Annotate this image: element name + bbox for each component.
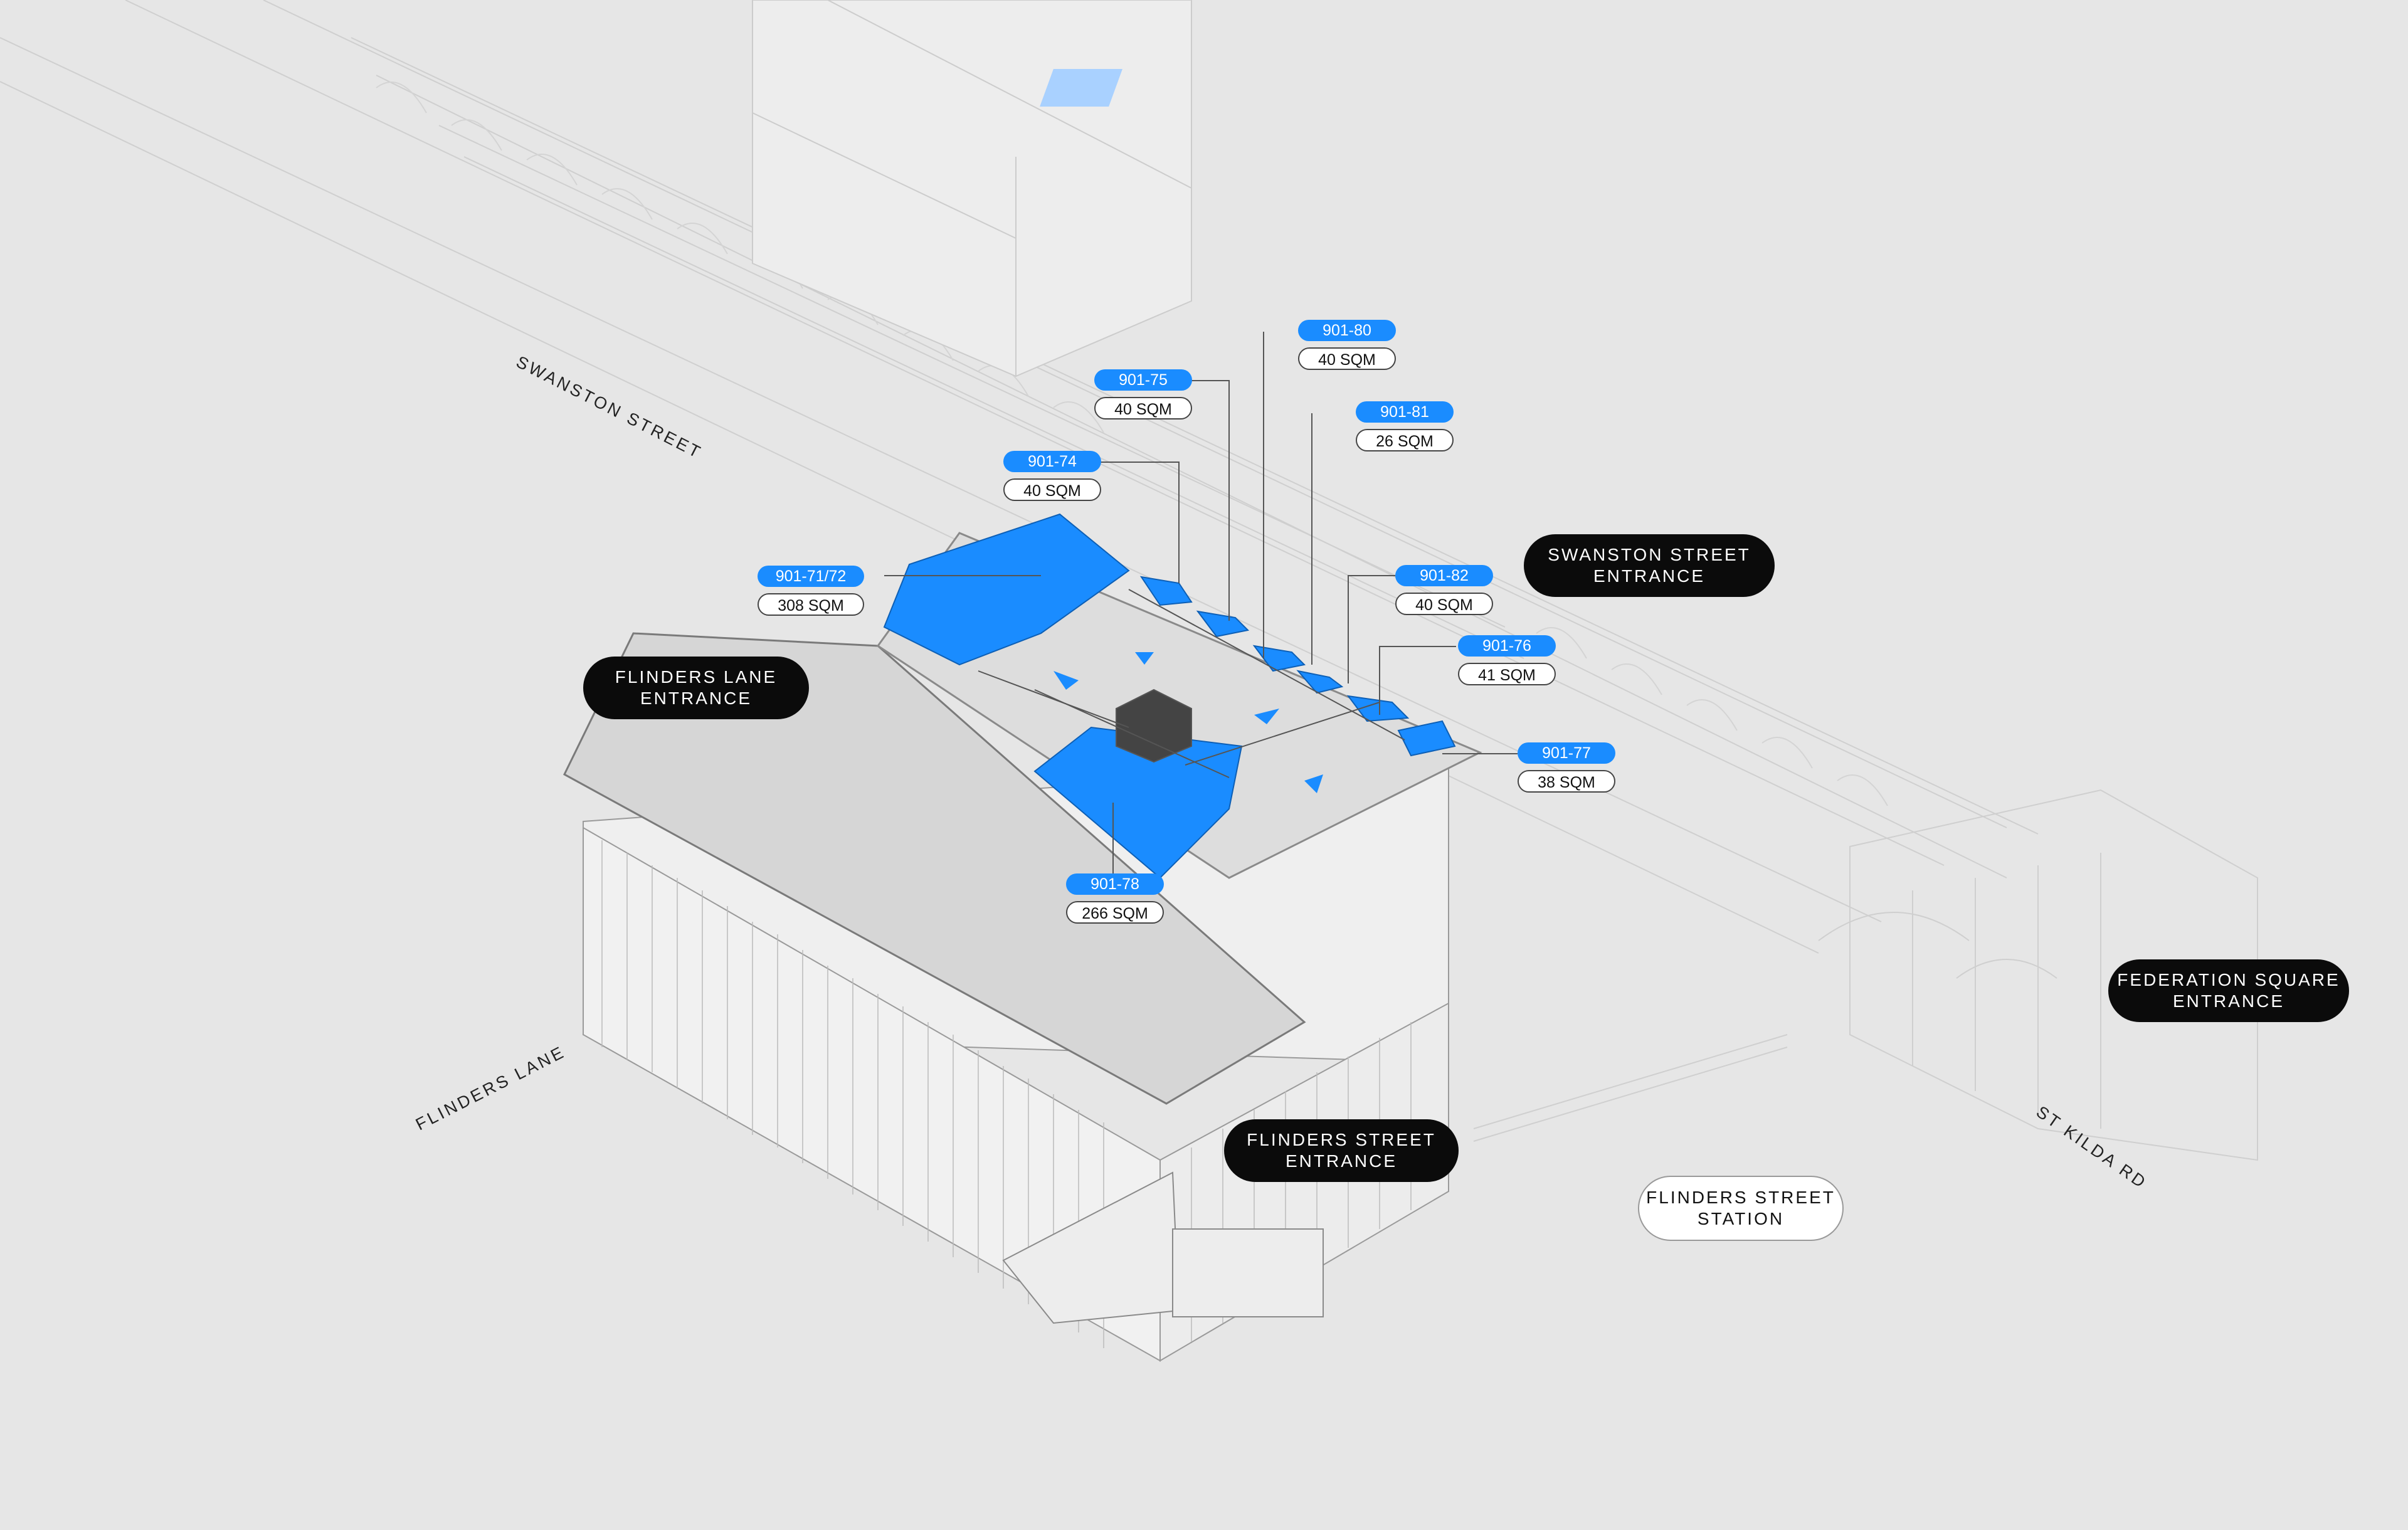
- tenancy-901-81: [1252, 645, 1306, 672]
- entrance-line-1: FEDERATION SQUARE: [2117, 970, 2340, 989]
- entrance-line-2: ENTRANCE: [640, 688, 752, 708]
- station-line-2: STATION: [1697, 1209, 1785, 1228]
- unit-tag-901-77: 901-77 38 SQM: [1518, 742, 1615, 793]
- unit-id: 901-76: [1458, 635, 1556, 657]
- upper-pool: [1040, 69, 1122, 107]
- railway-corridor: [0, 0, 2039, 954]
- upper-building: [752, 0, 1192, 377]
- tenancy-901-77: [1397, 720, 1456, 757]
- unit-area: 40 SQM: [1298, 347, 1396, 370]
- wayfinding-arrows: [1054, 652, 1323, 793]
- unit-tag-901-78: 901-78 266 SQM: [1066, 873, 1164, 924]
- lower-structures: [1002, 1171, 1324, 1324]
- unit-area: 40 SQM: [1395, 593, 1493, 615]
- unit-tag-901-81: 901-81 26 SQM: [1356, 401, 1454, 451]
- entrance-line-1: FLINDERS LANE: [615, 667, 778, 687]
- tenancy-901-71-72: [883, 513, 1130, 666]
- flinders-street-entrance-label: FLINDERS STREET ENTRANCE: [1224, 1119, 1459, 1182]
- unit-area: 308 SQM: [758, 593, 864, 616]
- station-line-1: FLINDERS STREET: [1646, 1188, 1835, 1207]
- unit-id: 901-71/72: [758, 566, 864, 587]
- leader-lines: [884, 332, 1518, 884]
- unit-area: 26 SQM: [1356, 429, 1454, 451]
- unit-id: 901-82: [1395, 565, 1493, 586]
- entrance-line-2: ENTRANCE: [2172, 991, 2284, 1011]
- entrance-line-2: ENTRANCE: [1285, 1151, 1397, 1171]
- unit-area: 40 SQM: [1094, 397, 1192, 419]
- unit-area: 40 SQM: [1003, 478, 1101, 501]
- station-complex: [1473, 789, 2258, 1161]
- swanston-street-entrance-label: SWANSTON STREET ENTRANCE: [1524, 534, 1775, 597]
- tenancy-901-82: [1296, 670, 1344, 694]
- unit-id: 901-80: [1298, 320, 1396, 341]
- entrance-line-1: SWANSTON STREET: [1548, 545, 1751, 564]
- unit-tag-901-74: 901-74 40 SQM: [1003, 451, 1101, 501]
- unit-tag-901-80: 901-80 40 SQM: [1298, 320, 1396, 370]
- unit-area: 266 SQM: [1066, 901, 1164, 924]
- flinders-street-station-label: FLINDERS STREET STATION: [1638, 1176, 1844, 1241]
- tenancy-901-76: [1346, 695, 1410, 722]
- unit-area: 41 SQM: [1458, 663, 1556, 685]
- unit-tag-901-82: 901-82 40 SQM: [1395, 565, 1493, 615]
- unit-area: 38 SQM: [1518, 770, 1615, 793]
- entrance-line-2: ENTRANCE: [1593, 566, 1705, 586]
- tenancy-areas: [883, 513, 1456, 879]
- unit-id: 901-75: [1094, 369, 1192, 391]
- federation-square-entrance-label: FEDERATION SQUARE ENTRANCE: [2108, 959, 2349, 1022]
- entrance-line-1: FLINDERS STREET: [1247, 1130, 1436, 1149]
- unit-id: 901-74: [1003, 451, 1101, 472]
- tenancy-901-80: [1196, 610, 1250, 638]
- unit-tag-901-71-72: 901-71/72 308 SQM: [758, 566, 864, 616]
- core-and-walls: [978, 589, 1405, 778]
- unit-tag-901-76: 901-76 41 SQM: [1458, 635, 1556, 685]
- tenancy-901-78: [1033, 726, 1243, 879]
- tenancy-901-75: [1139, 576, 1193, 606]
- unit-tag-901-75: 901-75 40 SQM: [1094, 369, 1192, 419]
- unit-id: 901-81: [1356, 401, 1454, 423]
- unit-id: 901-77: [1518, 742, 1615, 764]
- unit-id: 901-78: [1066, 873, 1164, 895]
